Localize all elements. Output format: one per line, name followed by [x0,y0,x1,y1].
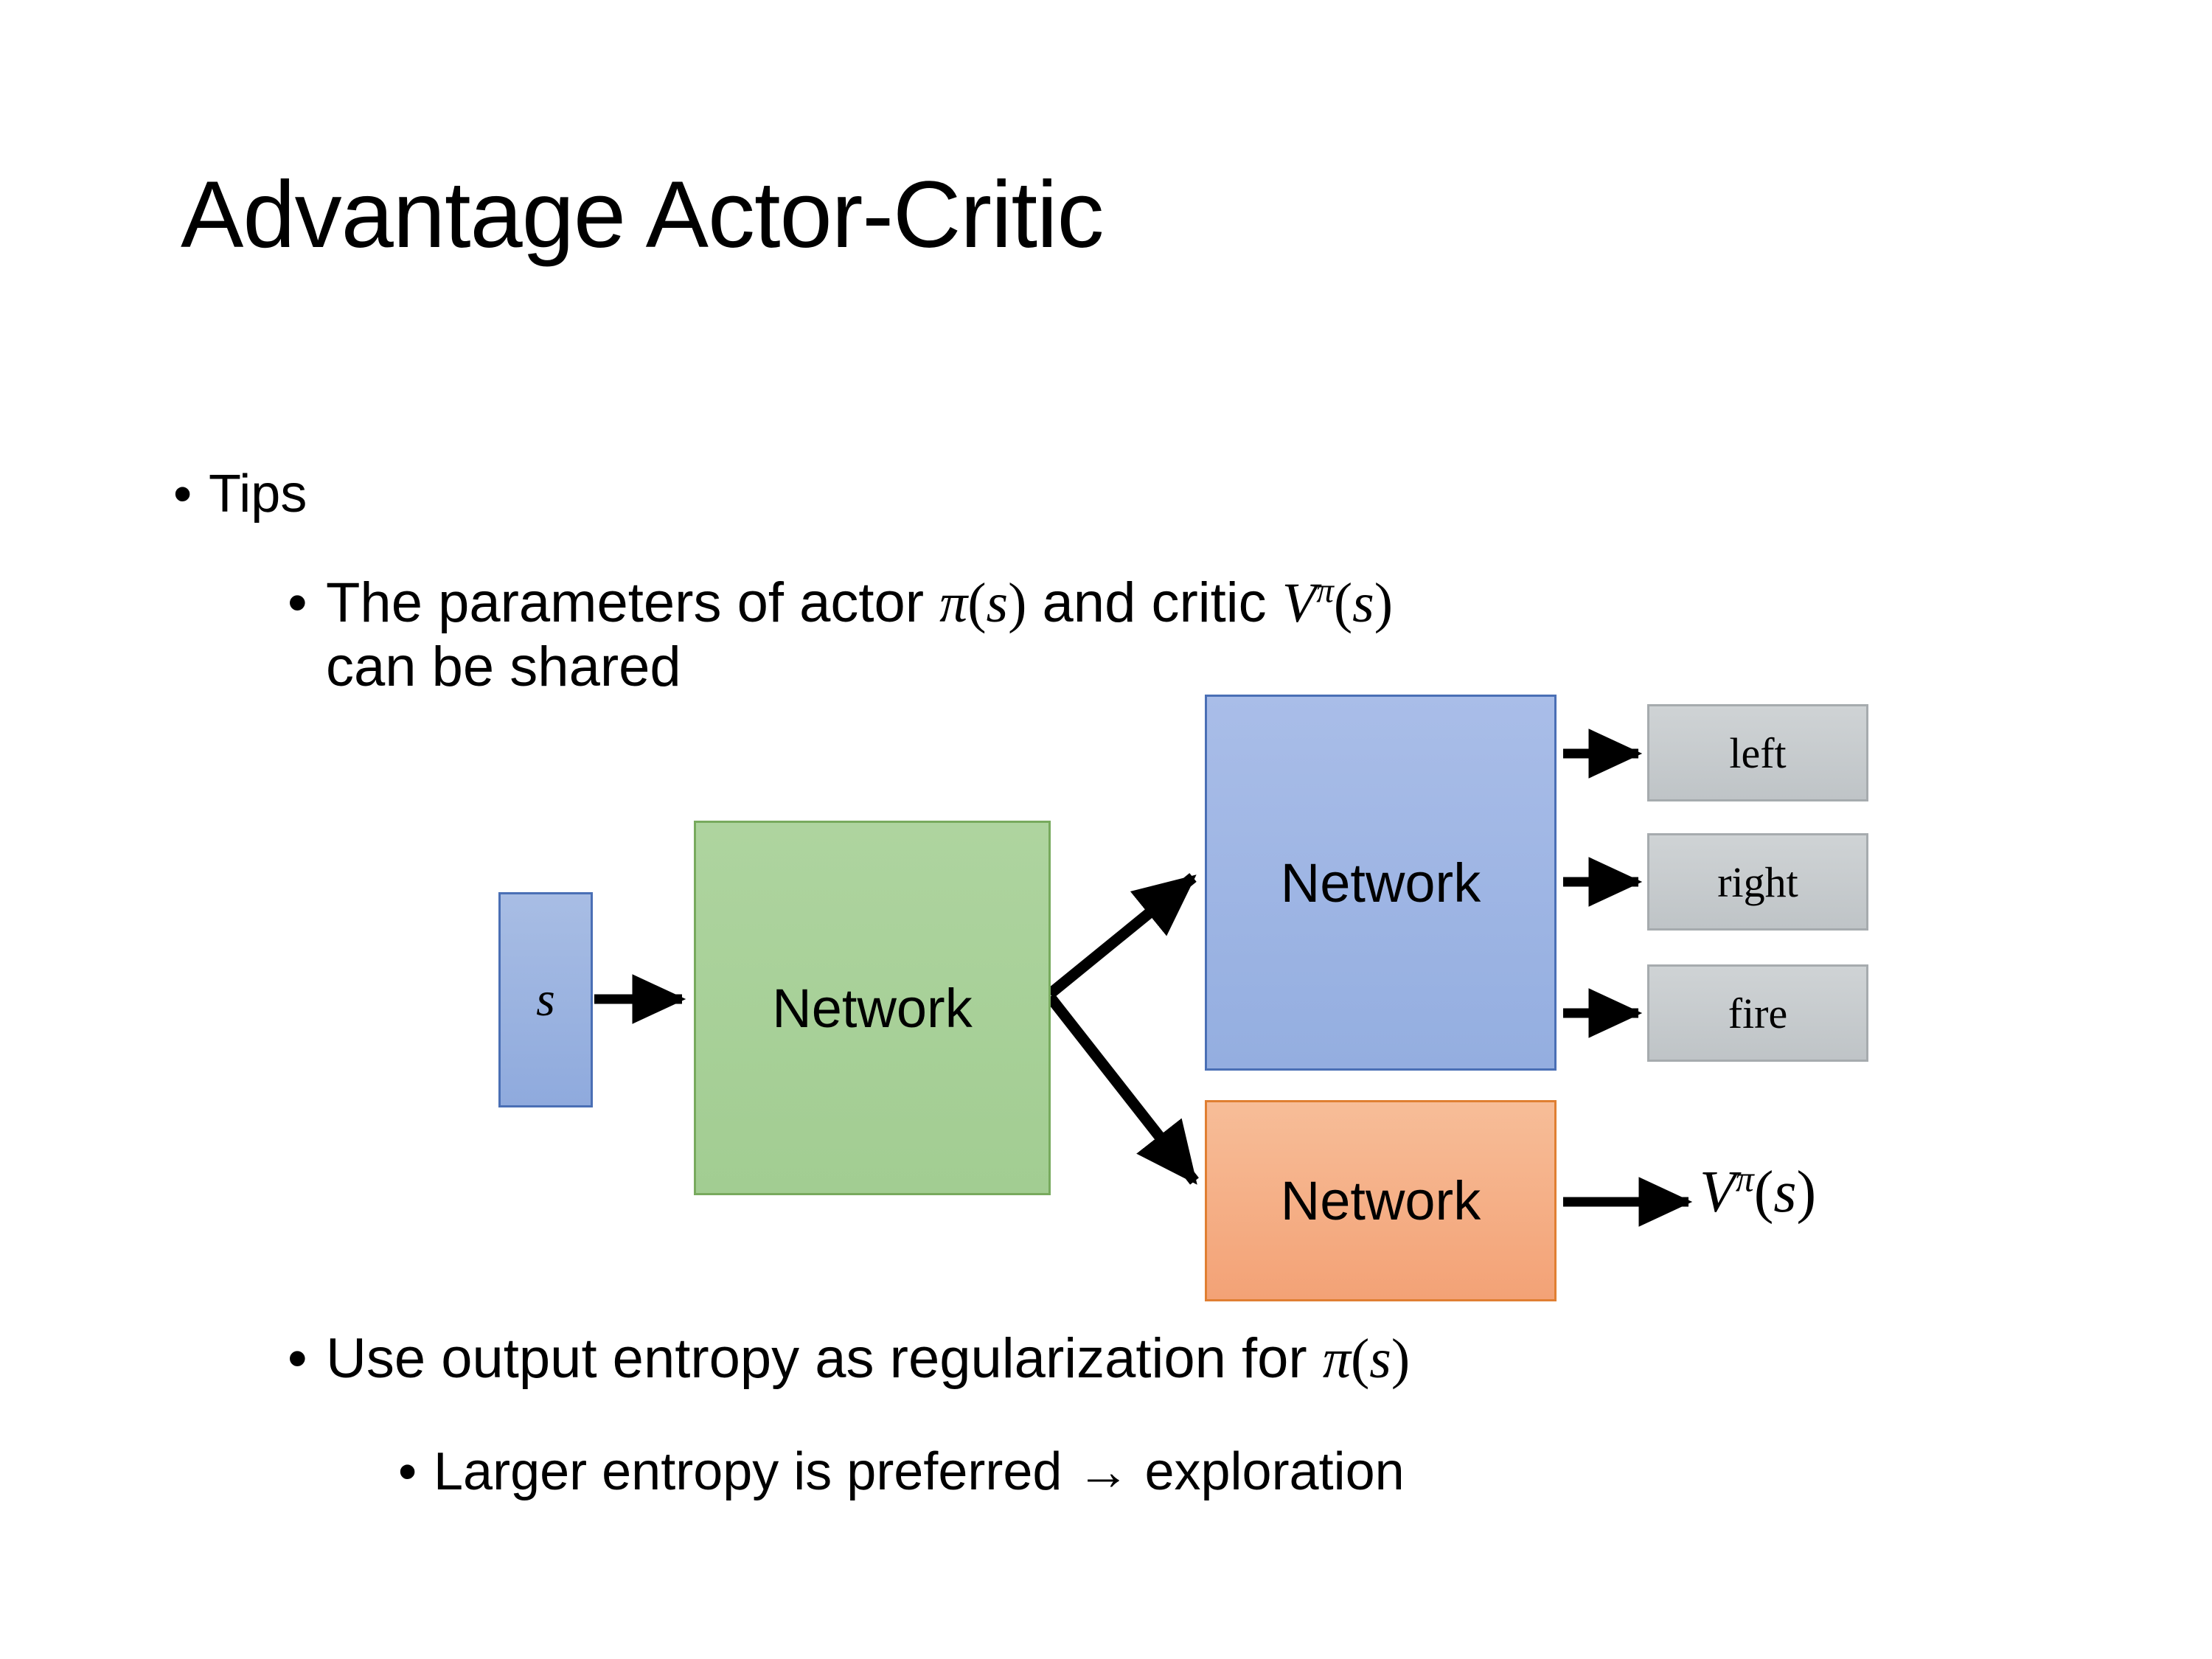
action-box-left[interactable]: left [1647,704,1868,801]
bullet-parameters-text: The parameters of actor π(s) and critic … [326,571,1393,699]
state-symbol: s [1352,572,1374,634]
actor-network-box[interactable]: Network [1205,695,1557,1071]
critic-network-box[interactable]: Network [1205,1100,1557,1301]
paren-close: ) [1391,1328,1411,1390]
bullet-marker: • [288,1327,307,1390]
bullet-entropy-text: Use output entropy as regularization for… [326,1327,1410,1391]
page-title: Advantage Actor-Critic [181,162,1104,268]
paren-open: ( [1333,572,1353,634]
value-symbol: V [1700,1160,1736,1225]
shared-network-box[interactable]: Network [694,821,1051,1195]
pi-superscript: π [1735,1158,1754,1200]
bullet-marker: • [288,571,307,634]
paren-close: ) [1374,572,1394,634]
value-symbol: V [1281,572,1317,634]
arrow-shared-to-actor [1046,873,1197,998]
params-prefix: The parameters of actor [326,571,940,634]
action-box-fire[interactable]: fire [1647,964,1868,1062]
paren-open: ( [967,572,987,634]
state-symbol: s [1773,1160,1797,1225]
bullet-marker: • [398,1442,417,1501]
params-middle: and critic [1026,571,1282,634]
params-tail: can be shared [326,635,681,698]
value-function-output: Vπ(s) [1700,1158,1816,1226]
paren-close: ) [1796,1160,1817,1225]
state-input-label: s [536,973,555,1026]
state-input-box[interactable]: s [498,892,593,1107]
arrow-shared-to-critic [1046,993,1199,1185]
pi-symbol: π [1322,1328,1351,1390]
paren-open: ( [1753,1160,1774,1225]
pi-superscript: π [1316,571,1334,611]
bullet-tips: • Tips [173,465,307,524]
bullet-entropy-regularization: • Use output entropy as regularization f… [288,1327,1410,1391]
pi-symbol: π [939,572,968,634]
action-box-right[interactable]: right [1647,833,1868,931]
action-label: left [1729,728,1787,777]
bullet-marker: • [173,465,192,524]
action-label: right [1717,858,1798,906]
bullet-tips-label: Tips [209,465,307,524]
actor-network-label: Network [1280,852,1481,914]
state-symbol: s [986,572,1009,634]
entropy-prefix: Use output entropy as regularization for [326,1327,1323,1390]
paren-close: ) [1008,572,1027,634]
shared-network-label: Network [772,977,973,1039]
action-label: fire [1728,989,1788,1037]
bullet-larger-entropy: • Larger entropy is preferred → explorat… [398,1441,1405,1502]
state-symbol: s [1369,1328,1391,1390]
paren-open: ( [1350,1328,1370,1390]
bullet-larger-label: Larger entropy is preferred → exploratio… [434,1442,1405,1501]
critic-network-label: Network [1280,1170,1481,1231]
bullet-parameters-shared: • The parameters of actor π(s) and criti… [288,571,1799,699]
